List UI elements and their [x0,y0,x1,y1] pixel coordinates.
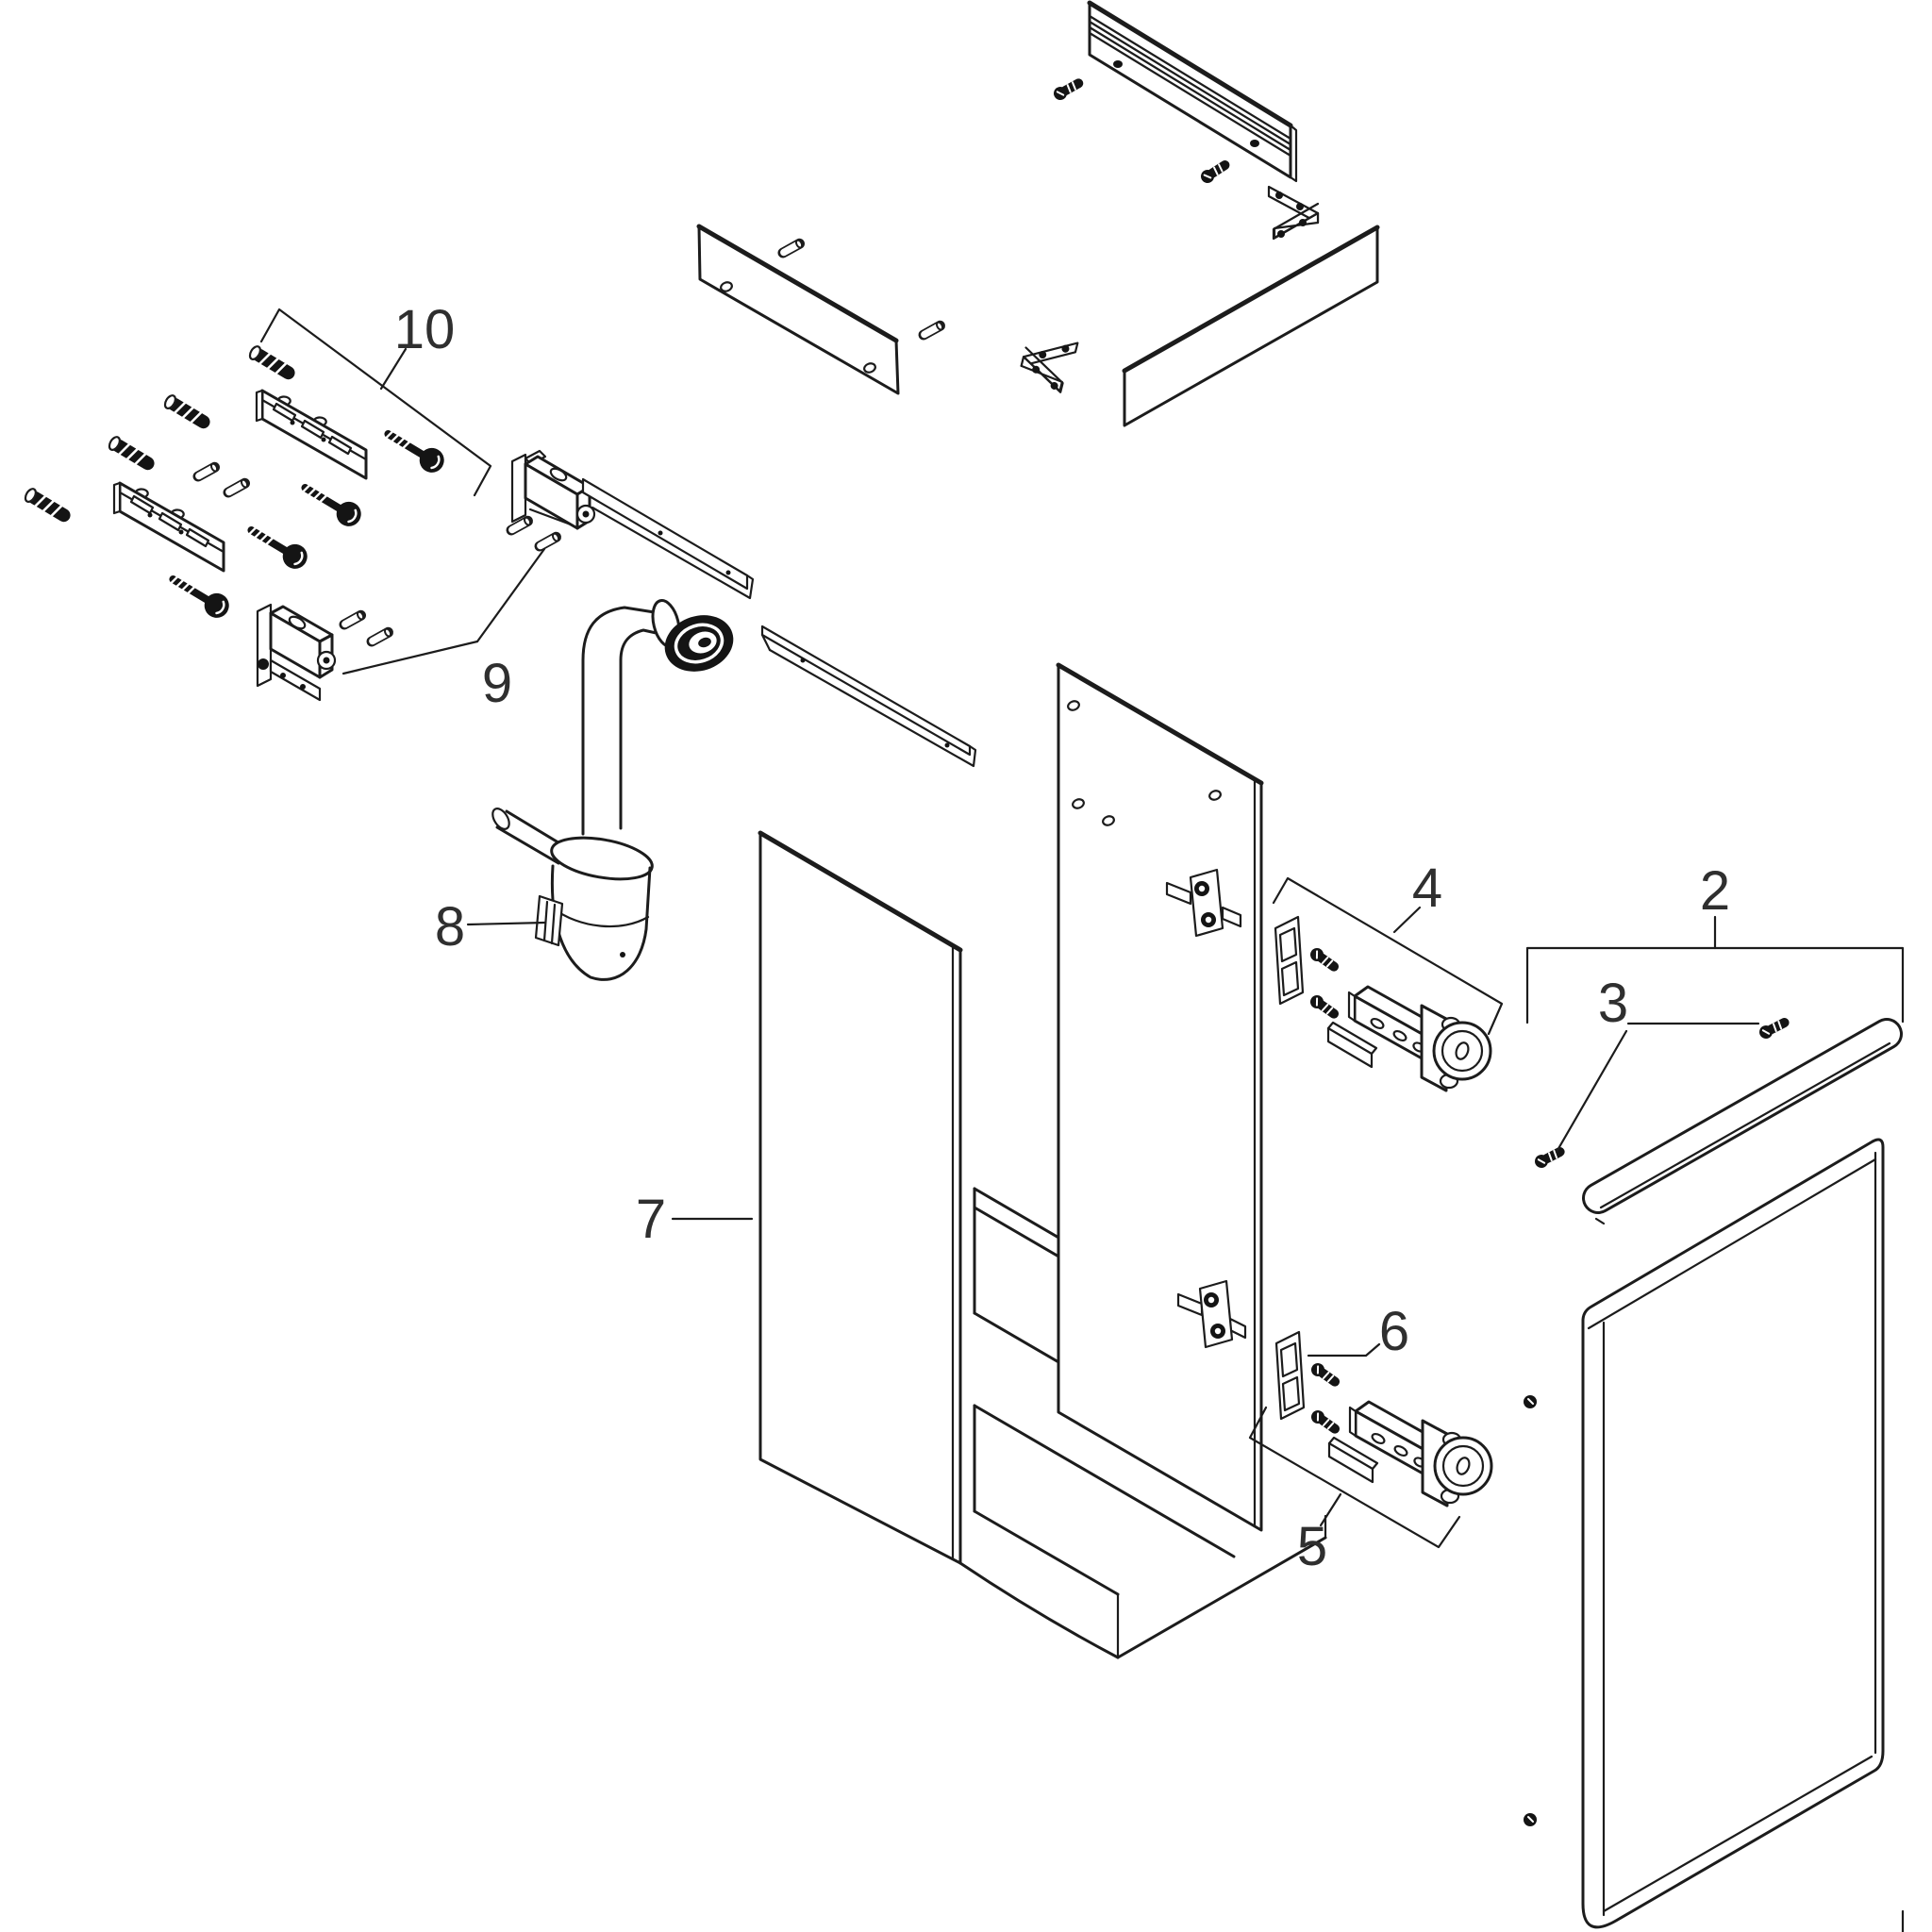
part-6-label: 6 [1379,1301,1409,1362]
corner-brace-left-icon [1016,329,1079,395]
dowel-pin-icon [922,322,943,339]
cabinet-left-panel [758,830,963,1565]
siphon-trap [491,599,734,981]
hanger-bracket-lower [256,603,337,702]
part-7-label: 7 [636,1189,666,1250]
callout-5: 5 [1248,1406,1461,1577]
wall-rail-top [1087,0,1298,183]
part-3-label: 3 [1598,973,1628,1034]
door-screw-icon [1523,1812,1538,1827]
carcass-rail-back [581,477,755,600]
hanger-pins [196,463,559,645]
part-10-label: 10 [394,299,456,360]
callout-9: 9 [341,547,546,714]
callout-7: 7 [636,1189,754,1250]
apron-panel-left [696,224,900,395]
door-handle-trim [1582,1018,1903,1225]
cabinet-right-panel [1056,662,1264,1532]
callout-8: 8 [435,896,547,958]
part-2-label: 2 [1700,860,1730,922]
hinge-mounting-plate-upper [1165,868,1242,938]
callout-6: 6 [1307,1301,1409,1362]
part-8-label: 8 [435,896,465,958]
hinge-mounting-plate-lower [1176,1279,1247,1349]
callout-3: 3 [1555,973,1760,1154]
part-5-label: 5 [1297,1516,1327,1577]
apron-panel-right [1122,225,1380,427]
callout-2: 2 [1525,860,1905,1024]
callout-10: 10 [259,299,492,497]
dowel-pin-icon [781,240,803,257]
part-4-label: 4 [1412,858,1442,919]
door-screw-icon [1523,1394,1538,1409]
callout-4: 4 [1272,858,1504,1036]
corner-brace-right-icon [1267,185,1320,241]
door-panel [1581,1138,1885,1929]
upper-hinge-kit [1275,917,1491,1091]
part-9-label: 9 [482,653,512,714]
carcass-rail-front [760,625,977,768]
